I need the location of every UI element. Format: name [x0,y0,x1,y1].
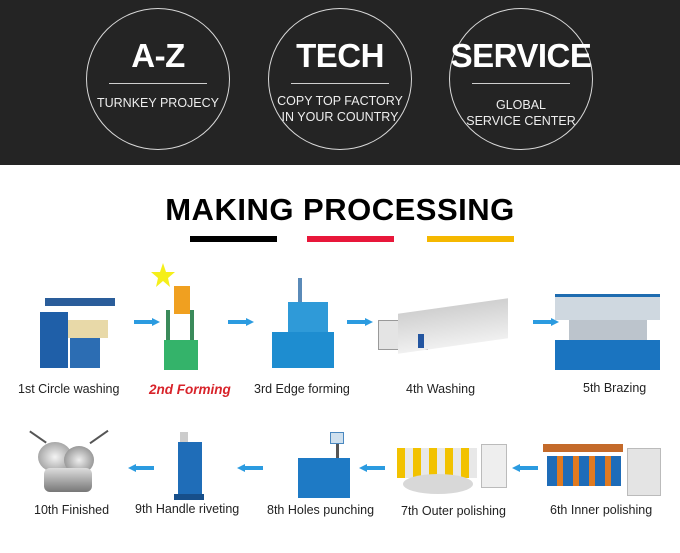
step-label-6: 6th Inner polishing [550,503,653,517]
circle-subtitle-line1: GLOBAL [495,98,547,112]
edge-forming-machine-image [270,278,340,370]
accent-bar-black [190,236,277,242]
top-banner: A-Z TURNKEY PROJECY TECH COPY TOP FACTOR… [0,0,680,165]
step-label-4: 4th Washing [406,382,476,396]
divider [109,83,207,84]
step-label-7: 7th Outer polishing [401,504,506,518]
divider [291,83,389,84]
divider [472,83,570,84]
circle-subtitle-line2: IN YOUR COUNTRY [281,110,399,124]
arrow-left-icon [237,464,263,472]
step-label-1: 1st Circle washing [18,382,120,396]
arrow-right-icon [134,318,160,326]
handle-riveting-machine-image [170,432,210,504]
accent-bar-red [307,236,394,242]
arrow-right-icon [228,318,254,326]
section-title: MAKING PROCESSING [165,192,515,227]
circle-title: TECH [296,37,384,74]
accent-bar-yellow [427,236,514,242]
tech-circle: TECH COPY TOP FACTORY IN YOUR COUNTRY [268,8,412,150]
brazing-machine-image [555,294,660,370]
circle-subtitle-line2: SERVICE CENTER [466,114,576,128]
arrow-left-icon [512,464,538,472]
circle-washing-machine-image [40,298,120,370]
service-circle: SERVICE GLOBAL SERVICE CENTER [449,8,593,150]
az-circle: A-Z TURNKEY PROJECY [86,8,230,150]
circle-subtitle: TURNKEY PROJECY [96,96,219,110]
step-label-5: 5th Brazing [583,381,647,395]
circle-title: A-Z [131,37,185,74]
step-label-2-highlighted: 2nd Forming [149,382,231,397]
inner-polishing-machine-image [543,444,663,500]
forming-press-image [150,262,200,370]
arrow-right-icon [347,318,373,326]
arrow-left-icon [359,464,385,472]
arrow-right-icon [533,318,559,326]
step-label-10: 10th Finished [34,503,110,517]
step-label-3: 3rd Edge forming [254,382,350,396]
circle-subtitle-line1: COPY TOP FACTORY [277,94,403,108]
circle-title: SERVICE [450,37,592,74]
step-label-8: 8th Holes punching [267,503,375,517]
finished-cookware-image [28,429,109,500]
arrow-left-icon [128,464,154,472]
step-label-9: 9th Handle riveting [135,502,240,516]
outer-polishing-machine-image [397,444,512,500]
washing-line-image [378,298,528,360]
star-icon [151,263,175,287]
hole-punching-machine-image [296,432,354,502]
